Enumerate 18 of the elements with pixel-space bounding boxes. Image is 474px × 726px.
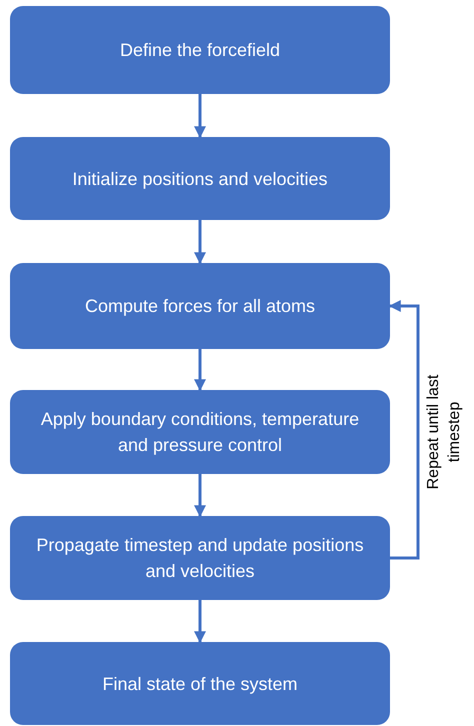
step-text: Define the forcefield [120,39,280,62]
step-text: Compute forces for all atoms [84,295,316,318]
step-text: Final state of the system [102,672,298,696]
process-box [10,263,390,349]
arrow [194,474,206,518]
process-box [10,137,390,220]
arrow [388,300,420,560]
arrow [194,600,206,644]
arrow [194,349,206,392]
step-text: Initialize positions and velocities [72,168,328,191]
process-box [10,390,390,474]
arrow [194,94,206,138]
arrow [194,220,206,264]
process-box [10,642,390,725]
process-box [10,6,390,94]
process-box [10,516,390,600]
step-text: Apply boundary conditions, temperature and pressure control [40,408,360,457]
step-text: Propagate timestep and update positions and velocities [35,534,365,583]
